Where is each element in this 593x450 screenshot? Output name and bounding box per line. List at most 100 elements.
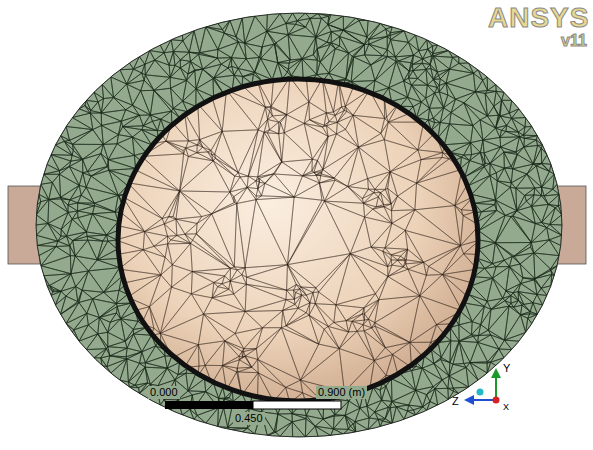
mesh-element (470, 342, 487, 362)
mesh-element (504, 332, 525, 341)
mesh-element (542, 223, 550, 228)
mesh-element (388, 269, 420, 295)
mesh-element (312, 159, 318, 171)
mesh-element (384, 140, 418, 172)
mesh-element (419, 40, 428, 51)
mesh-element (108, 332, 125, 346)
mesh-element (61, 274, 76, 292)
mesh-element (416, 387, 433, 395)
mesh-element (49, 274, 70, 292)
mesh-element (160, 294, 203, 334)
mesh-element (247, 187, 258, 196)
mesh-element (267, 432, 275, 436)
mesh-element (83, 173, 91, 188)
mesh-element (261, 58, 278, 79)
mesh-element (396, 407, 407, 420)
mesh-element (256, 181, 259, 189)
mesh-element (403, 261, 405, 267)
mesh-element (180, 60, 190, 68)
mesh-element (353, 422, 356, 432)
mesh-element (509, 109, 519, 118)
mesh-element (279, 122, 281, 134)
mesh-element (88, 240, 103, 260)
mesh-element (235, 328, 262, 349)
mesh-element (466, 367, 478, 387)
mesh-element (381, 122, 388, 140)
mesh-element (61, 185, 80, 200)
mesh-element (39, 247, 56, 266)
mesh-element (336, 254, 376, 305)
mesh-element (389, 88, 408, 101)
mesh-element (558, 194, 560, 205)
mesh-element (120, 380, 130, 387)
mesh-element (128, 367, 145, 385)
mesh-element (218, 42, 238, 58)
mesh-element (218, 427, 230, 430)
mesh-element (363, 325, 372, 331)
mesh-element (164, 51, 173, 65)
mesh-element (91, 102, 101, 113)
mesh-element (258, 328, 301, 380)
mesh-element (212, 294, 245, 311)
mesh-element (169, 51, 175, 65)
mesh-element (323, 416, 334, 429)
mesh-element (367, 20, 380, 36)
mesh-element (524, 136, 537, 140)
mesh-element (547, 228, 562, 240)
mesh-element (120, 63, 134, 70)
mesh-element (365, 44, 383, 55)
mesh-element (479, 215, 506, 242)
mesh-element (237, 360, 251, 368)
mesh-element (371, 56, 388, 65)
mesh-element (245, 16, 267, 43)
mesh-element (504, 340, 519, 349)
mesh-element (381, 119, 388, 134)
mesh-element (408, 262, 426, 275)
mesh-element (101, 113, 121, 125)
mesh-element (119, 250, 161, 275)
mesh-element (471, 140, 483, 153)
mesh-element (170, 65, 180, 77)
mesh-element (495, 243, 512, 260)
mesh-element (214, 68, 234, 78)
mesh-element (214, 64, 228, 78)
mesh-element (234, 204, 245, 268)
scale-value: 0.450 (233, 412, 265, 425)
mesh-element (190, 54, 202, 69)
mesh-element (516, 188, 535, 195)
mesh-element (72, 113, 93, 129)
mesh-element (150, 111, 171, 119)
mesh-element (408, 269, 426, 295)
mesh-element (269, 122, 278, 134)
mesh-element (315, 426, 331, 436)
mesh-element (384, 204, 392, 211)
mesh-element (292, 419, 306, 437)
mesh-element (335, 110, 344, 122)
mesh-element (66, 302, 87, 323)
mesh-element (365, 217, 392, 247)
mesh-element (384, 122, 418, 150)
mesh-element (288, 24, 305, 34)
mesh-element (162, 217, 168, 224)
mesh-element (133, 57, 144, 70)
mesh-element (369, 36, 387, 49)
mesh-element (286, 313, 309, 326)
mesh-element (223, 341, 239, 366)
mesh-element (479, 240, 496, 249)
software-logo: ANSYS (488, 4, 589, 32)
mesh-element (488, 306, 509, 340)
mesh-element (180, 156, 214, 190)
mesh-element (118, 127, 132, 137)
mesh-element (375, 326, 410, 347)
mesh-element (230, 192, 234, 203)
mesh-element (470, 362, 487, 363)
mesh-element (60, 126, 69, 140)
mesh-element (444, 124, 470, 145)
mesh-element (524, 126, 538, 135)
mesh-element (230, 268, 237, 281)
mesh-element (525, 188, 535, 195)
mesh-element (160, 333, 198, 357)
mesh-element (247, 176, 256, 187)
mesh-element (108, 144, 134, 160)
mesh-element (549, 164, 554, 174)
